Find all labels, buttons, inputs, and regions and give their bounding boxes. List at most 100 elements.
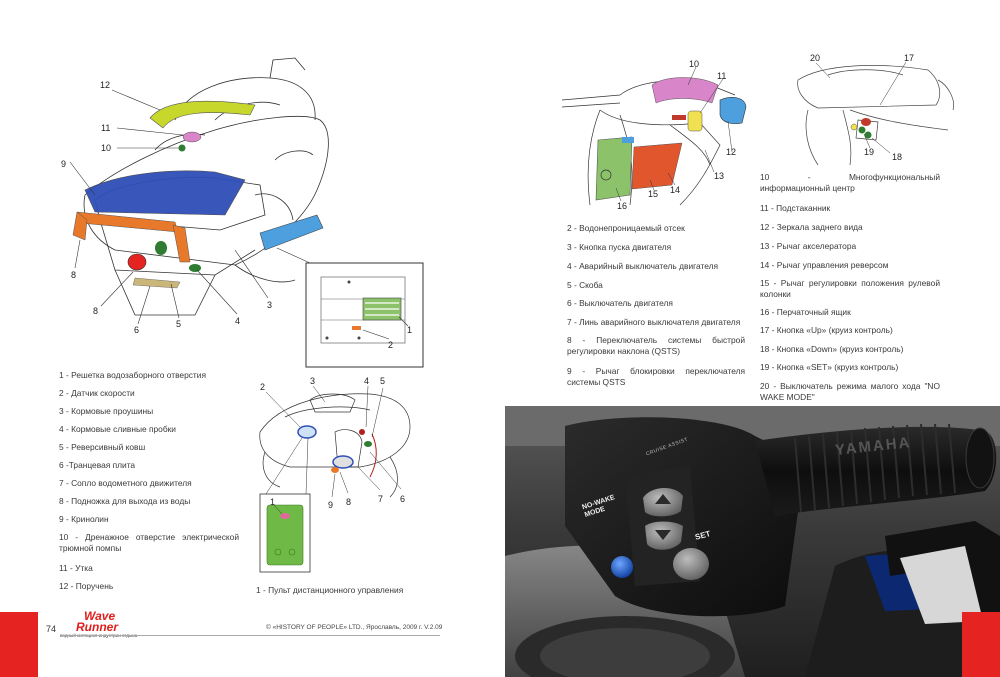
copyright: © «HISTORY OF PEOPLE» LTD., Ярославль, 2… [266,624,443,631]
nozzle-highlight [127,253,147,271]
speed-sensor-highlight [352,326,361,330]
info-center-highlight [651,77,719,104]
callout-9: 9 [61,159,66,169]
reverse-bucket-highlight [172,224,191,263]
callout-4: 4 [235,316,240,326]
legend-item-11: 11 - Подстаканник [760,203,831,213]
callout-8: 8 [346,497,351,507]
callout-3: 3 [310,376,315,386]
callout-2: 2 [260,382,265,392]
legend-item-13: 13 - Рычаг акселератора [760,241,857,251]
page-number: 74 [46,624,57,634]
legend-item-7: 7 - Линь аварийного выключателя двигател… [567,317,741,327]
callout-5: 5 [380,376,385,386]
intake-grate-inset: 1 2 [305,262,424,368]
set-button [673,548,709,580]
callout-10: 10 [689,59,699,69]
callout-1: 1 [270,497,275,507]
grip-photo: NO-WAKE MODE SET CRUISE ASSIST YAMAHA [505,406,1000,677]
legend-item-8: 8 - Подножка для выхода из воды [59,496,191,506]
callout-9: 9 [328,500,333,510]
callout-20: 20 [810,53,820,63]
callout-14: 14 [670,185,680,195]
legend-item-6: 6 - Выключатель двигателя [567,298,673,308]
legend-item-19: 19 - Кнопка «SET» (круиз контроль) [760,362,899,372]
trim-highlight [155,241,167,255]
legend-item-9: 9 - Кринолин [59,514,109,524]
logo-wave: Wave [84,609,116,623]
callout-6: 6 [400,494,405,504]
callout-11: 11 [101,123,110,133]
legend-item-10: 10 - Многофункциональный информационный … [760,172,940,193]
legend-item-14: 14 - Рычаг управления реверсом [760,260,889,270]
logo-tagline: водный мотоцикл индустрии отдыха [60,633,138,638]
callout-1: 1 [407,325,412,335]
footer-rule [62,635,440,636]
callout-11: 11 [717,71,726,81]
callout-10: 10 [101,143,111,153]
callout-12: 12 [726,147,736,157]
callout-5: 5 [176,319,181,329]
legend-item-5: 5 - Скоба [567,280,603,290]
cockpit-diagram: 20 17 19 18 [797,53,954,166]
no-wake-button [611,556,633,578]
callout-7: 7 [378,494,383,504]
cupholder-highlight [687,110,703,132]
legend-item-8: 8 - Переключатель системы быстрой регули… [567,335,745,356]
legend-item-12: 12 - Зеркала заднего вида [760,222,863,232]
legend-item-17: 17 - Кнопка «Up» (круиз контроль) [760,325,893,335]
callout-8b: 8 [93,306,98,316]
callout-12: 12 [100,80,110,90]
callout-6: 6 [134,325,139,335]
remote-caption: 1 - Пульт дистанционного управления [256,585,404,595]
legend-item-11: 11 - Утка [59,563,93,573]
callout-2: 2 [388,340,393,350]
callout-3: 3 [267,300,272,310]
drain-plug-highlight [189,264,201,272]
legend-item-6: 6 -Транцевая плита [59,460,136,470]
legend-item-9: 9 - Рычаг блокировки переключателя систе… [567,366,745,387]
platform-mat-highlight [84,170,246,216]
legend-item-12: 12 - Поручень [59,581,114,591]
right-red-bar [962,612,1000,677]
remote-highlight [266,504,304,566]
sponson-highlight [76,211,179,233]
legend-item-3: 3 - Кормовые проушины [59,406,154,416]
legend-item-5: 5 - Реверсивный ковш [59,442,146,452]
mirror-highlight [719,97,747,125]
glovebox-highlight [595,136,633,201]
legend-item-18: 18 - Кнопка «Down» (круиз контроль) [760,344,904,354]
sponson-side-highlight [72,211,88,241]
callout-17: 17 [904,53,914,63]
legend-item-7: 7 - Сопло водометного движителя [59,478,192,488]
legend-item-4: 4 - Кормовые сливные пробки [59,424,176,434]
legend-item-20: 20 - Выключатель режима малого хода "NO … [760,381,940,402]
legend-item-3: 3 - Кнопка пуска двигателя [567,242,672,252]
jetski-main-diagram: 12 11 10 9 8 8 6 5 4 3 [61,57,329,335]
left-red-bar [0,612,38,677]
legend-item-1: 1 - Решетка водозаборного отверстия [59,370,206,380]
legend-item-4: 4 - Аварийный выключатель двигателя [567,261,719,271]
logo-runner: Runner [76,620,118,634]
legend-item-10: 10 - Дренажное отверстие электрической т… [59,532,239,553]
callout-4: 4 [364,376,369,386]
callout-16: 16 [617,201,627,211]
handrail-highlight [149,100,256,129]
callout-19: 19 [864,147,874,157]
intake-grate-highlight [259,214,324,251]
throttle-highlight [672,115,686,120]
legend-item-16: 16 - Перчаточный ящик [760,307,851,317]
callout-15: 15 [648,189,658,199]
legend-item-2: 2 - Водонепроницаемый отсек [567,223,685,233]
transom-plate-highlight [132,277,181,289]
handlebar-diagram: 10 11 12 13 14 15 16 [561,59,747,211]
callout-13: 13 [714,171,724,181]
legend-item-2: 2 - Датчик скорости [59,388,135,398]
callout-18: 18 [892,152,902,162]
reverse-lever-highlight [631,142,683,190]
callout-8a: 8 [71,270,76,280]
cleat-highlight [182,131,202,143]
console-detail-diagram: 2 3 4 5 6 7 8 9 1 [259,376,411,573]
bilge-drain-highlight [178,144,186,152]
legend-item-15: 15 - Рычаг регулировки положения рулевой… [760,278,940,299]
